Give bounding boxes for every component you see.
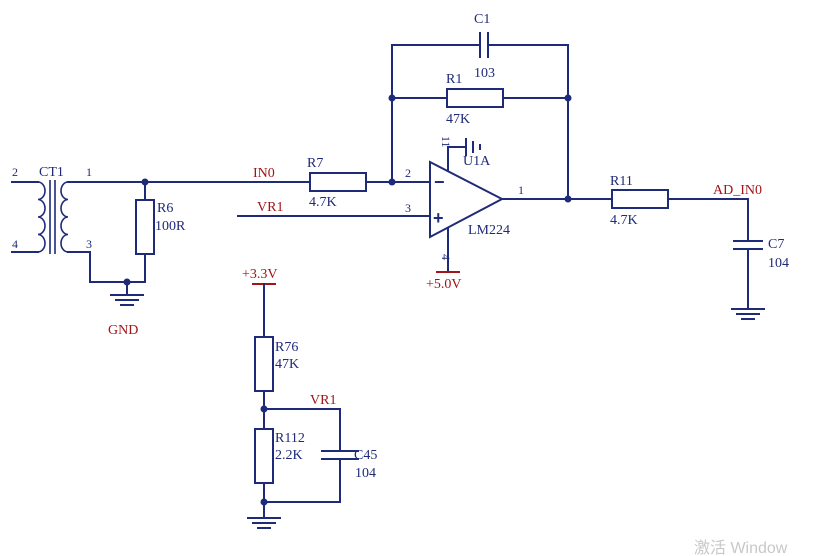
r1-body (446, 88, 504, 108)
opamp-u1a: − + 2 3 1 11 4 U1A LM224 (405, 136, 524, 260)
ct1-ref: CT1 (39, 165, 64, 180)
capacitor-c1: C1 103 (474, 12, 495, 81)
u1a-ref: U1A (463, 154, 491, 169)
ct1-pin-2: 2 (12, 165, 18, 179)
net-label-ad-in0: AD_IN0 (713, 183, 762, 198)
c7-value: 104 (768, 256, 789, 271)
ground-symbol-gnd: GND (108, 281, 144, 338)
c45-ref: C45 (354, 448, 377, 463)
u1a-minus-sign: − (434, 172, 445, 192)
u1a-body (429, 160, 505, 239)
r11-value: 4.7K (610, 213, 638, 228)
c1-value: 103 (474, 66, 495, 81)
r7-body (309, 172, 367, 192)
r6-body (135, 199, 155, 255)
u1a-pin-out: 1 (518, 183, 524, 197)
r76-ref: R76 (275, 340, 298, 355)
net-label-in0: IN0 (253, 166, 275, 181)
capacitor-c45: C45 104 (321, 408, 377, 503)
r7-value: 4.7K (309, 195, 337, 210)
r1-ref: R1 (446, 72, 462, 87)
net-label-vr1-input: VR1 (257, 200, 283, 215)
ct1-pin-3: 3 (86, 237, 92, 251)
r76-value: 47K (275, 357, 299, 372)
net-label-3v3: +3.3V (242, 267, 278, 282)
r7-ref: R7 (307, 156, 323, 171)
ct1-pin-1: 1 (86, 165, 92, 179)
ct1-secondary-coil (60, 181, 69, 253)
ground-symbol-u1a (465, 138, 481, 156)
u1a-plus-sign: + (433, 208, 444, 228)
r112-ref: R112 (275, 431, 305, 446)
r6-ref: R6 (157, 201, 173, 216)
c45-value: 104 (355, 466, 376, 481)
junction-output (564, 195, 572, 203)
net-label-5v: +5.0V (426, 277, 462, 292)
c1-ref: C1 (474, 12, 490, 27)
r11-ref: R11 (610, 174, 633, 189)
ground-symbol-divider (247, 517, 281, 529)
ct1-primary-coil (37, 181, 46, 253)
r6-value: 100R (155, 219, 186, 234)
resistor-r6: R6 100R (135, 181, 186, 283)
transformer-ct1: CT1 2 4 1 3 (11, 165, 92, 254)
resistor-r112: R112 2.2K (254, 428, 305, 484)
resistor-r76: R76 47K (254, 336, 299, 392)
u1a-pin-vcc: 11 (439, 136, 453, 148)
u1a-pin-gnd: 4 (439, 254, 453, 260)
r11-body (611, 189, 669, 209)
r112-body (254, 428, 274, 484)
u1a-part: LM224 (468, 223, 510, 238)
r1-value: 47K (446, 112, 470, 127)
watermark-text: 激活 Window (694, 539, 788, 556)
resistor-r1: R1 47K (391, 72, 569, 127)
resistor-r7: R7 4.7K (307, 156, 367, 210)
ct1-pin-4: 4 (12, 237, 18, 251)
resistor-r11: R11 4.7K (610, 174, 669, 228)
net-label-gnd: GND (108, 323, 138, 338)
r76-body (254, 336, 274, 392)
ground-symbol-c7 (731, 308, 765, 320)
capacitor-c7: C7 104 (733, 198, 789, 310)
u1a-pin-inv: 2 (405, 166, 411, 180)
r112-value: 2.2K (275, 448, 303, 463)
c7-ref: C7 (768, 237, 784, 252)
net-label-vr1-divider: VR1 (310, 393, 336, 408)
u1a-pin-noninv: 3 (405, 201, 411, 215)
